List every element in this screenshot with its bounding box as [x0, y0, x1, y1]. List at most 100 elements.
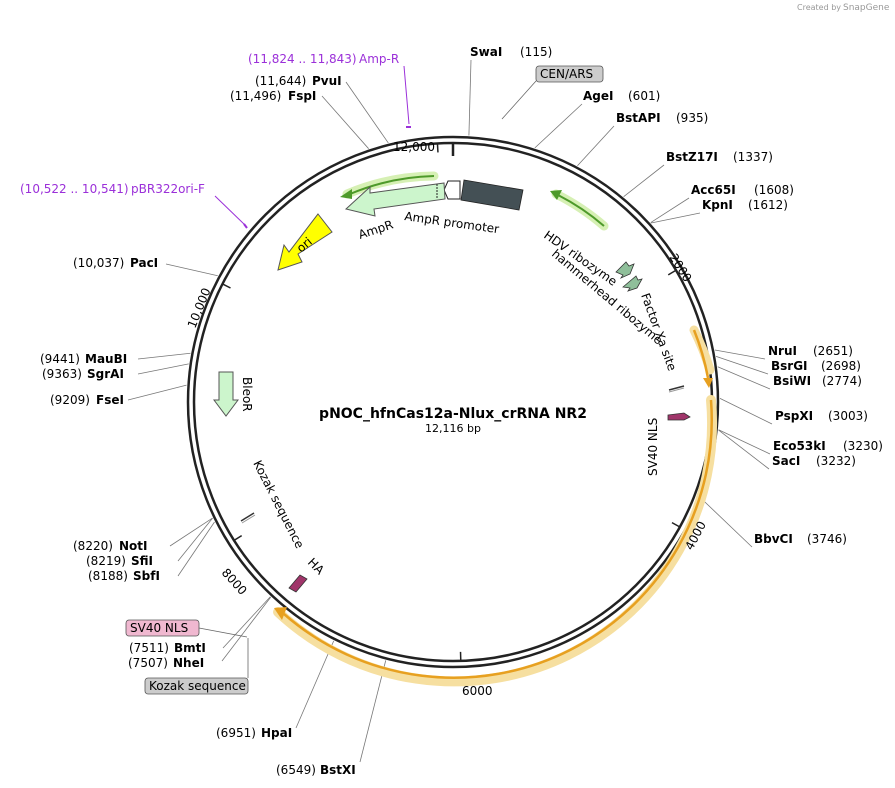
site-bstapi-pos: (935)	[676, 111, 708, 125]
site-bbvci-name[interactable]: BbvCI	[754, 532, 793, 546]
cen-ars-label-box[interactable]	[535, 65, 604, 83]
site-bsrgi-name[interactable]: BsrGI	[771, 359, 808, 373]
tick-label-8000: 8000	[219, 566, 250, 598]
bleor-arrow[interactable]	[213, 371, 239, 417]
site-bstz17i-pos: (1337)	[733, 150, 773, 164]
leader-paci	[165, 263, 218, 277]
primer-amp-r-range: (11,824 .. 11,843)	[248, 52, 357, 66]
kozak-label: Kozak sequence	[149, 679, 246, 693]
site-hpai-name[interactable]: HpaI	[261, 726, 292, 740]
site-saci-name[interactable]: SacI	[772, 454, 800, 468]
ori-arrow[interactable]	[277, 213, 333, 271]
site-sfii-name[interactable]: SfiI	[131, 554, 153, 568]
cen-ars-block[interactable]	[460, 179, 524, 211]
kozak-mark[interactable]	[240, 512, 255, 522]
hammerhead-ribozyme-arrow[interactable]	[622, 275, 643, 292]
sv40-nls-leader	[198, 627, 248, 638]
site-bstxi-pos: (6549)	[276, 763, 316, 777]
site-fspi-name[interactable]: FspI	[288, 89, 316, 103]
site-bstxi-name[interactable]: BstXI	[320, 763, 356, 777]
site-kpni-name[interactable]: KpnI	[702, 198, 733, 212]
site-sbfi-name[interactable]: SbfI	[133, 569, 160, 583]
leader-eco53ki	[718, 429, 771, 455]
site-swai-name[interactable]: SwaI	[470, 45, 502, 59]
site-agei-name[interactable]: AgeI	[583, 89, 613, 103]
site-swai-pos: (115)	[520, 45, 552, 59]
ha-tag[interactable]	[288, 574, 308, 593]
site-sgrai-name[interactable]: SgrAI	[87, 367, 124, 381]
orf-main-arrowhead	[274, 607, 287, 620]
tick-label-12000: 12,000	[393, 140, 435, 154]
leader-fspi	[321, 95, 369, 149]
site-hpai-pos: (6951)	[216, 726, 256, 740]
ampr-arrow[interactable]	[344, 182, 446, 217]
leader-agei	[534, 103, 583, 149]
leader-sbfi	[177, 521, 215, 577]
green-arc-right[interactable]	[557, 194, 605, 227]
site-bbvci-pos: (3746)	[807, 532, 847, 546]
site-sbfi-pos: (8188)	[88, 569, 128, 583]
tick-label-6000: 6000	[462, 684, 493, 698]
cen-ars-label: CEN/ARS	[540, 67, 593, 81]
site-noti-name[interactable]: NotI	[119, 539, 148, 553]
orf-short-arrowhead	[703, 378, 713, 388]
site-bsiwi-pos: (2774)	[822, 374, 862, 388]
bleor-label: BleoR	[240, 377, 254, 412]
site-maubi-name[interactable]: MauBI	[85, 352, 127, 366]
primer-amp-r-name[interactable]: Amp-R	[359, 52, 399, 66]
credit-prefix: Created by	[797, 3, 841, 12]
leader-pspxi	[719, 398, 773, 425]
leader-maubi	[137, 352, 191, 360]
site-pspxi-pos: (3003)	[828, 409, 868, 423]
leader-bstxi	[359, 660, 387, 763]
site-bmti-name[interactable]: BmtI	[174, 641, 206, 655]
hdv-ribozyme-arrow[interactable]	[615, 261, 635, 279]
tick-marks	[222, 143, 681, 661]
leader-bsrgi	[715, 356, 769, 375]
orf-main-arc[interactable]	[283, 399, 713, 679]
ha-label: HA	[305, 555, 328, 578]
site-nrui-name[interactable]: NruI	[768, 344, 797, 358]
ampr-promoter-arrow[interactable]	[443, 180, 461, 200]
site-saci-pos: (3232)	[816, 454, 856, 468]
site-nhei-name[interactable]: NheI	[173, 656, 204, 670]
leader-saci	[718, 429, 770, 470]
cen-ars-leader	[501, 80, 537, 120]
leader-hpai	[295, 640, 335, 729]
plasmid-length: 12,116 bp	[425, 422, 481, 435]
ampr-label: AmpR	[357, 217, 395, 241]
backbone-outer	[186, 135, 720, 669]
site-fsei-name[interactable]: FseI	[96, 393, 124, 407]
factor-xa-mark[interactable]	[668, 385, 685, 391]
kozak-label-box[interactable]	[144, 677, 249, 695]
credit-brand: SnapGene	[843, 3, 890, 13]
tick-label-10000: 10,000	[185, 286, 214, 330]
tick-2000	[667, 269, 677, 276]
site-acc65i-name[interactable]: Acc65I	[691, 183, 736, 197]
orf-short-arc[interactable]	[692, 329, 710, 379]
leader-noti	[169, 517, 213, 547]
site-bstz17i-name[interactable]: BstZ17I	[666, 150, 718, 164]
site-pspxi-name[interactable]: PspXI	[775, 409, 813, 423]
sv40-nls-right-arrow[interactable]	[667, 412, 691, 421]
site-bstapi-name[interactable]: BstAPI	[616, 111, 661, 125]
site-agei-pos: (601)	[628, 89, 660, 103]
leader-nrui	[714, 349, 766, 360]
sv40-nls-label: SV40 NLS	[130, 621, 188, 635]
leader-bsiwi	[717, 366, 771, 390]
site-maubi-pos: (9441)	[40, 352, 80, 366]
site-eco53ki-name[interactable]: Eco53kI	[773, 439, 826, 453]
leader-fsei	[127, 384, 187, 401]
site-paci-name[interactable]: PacI	[130, 256, 158, 270]
site-pvui-name[interactable]: PvuI	[312, 74, 342, 88]
primer-pbr322ori-f-name[interactable]: pBR322ori-F	[131, 182, 205, 196]
site-acc65i-pos: (1608)	[754, 183, 794, 197]
tick-12000	[436, 143, 439, 153]
green-arc-right-arrowhead	[550, 190, 562, 200]
kozak-mark-2	[241, 514, 256, 524]
ampr-arc[interactable]	[349, 175, 435, 195]
leader-bmti	[222, 596, 271, 649]
primer-amp-r-leader	[403, 65, 410, 125]
tick-8000	[233, 534, 243, 542]
site-bsiwi-name[interactable]: BsiWI	[773, 374, 811, 388]
